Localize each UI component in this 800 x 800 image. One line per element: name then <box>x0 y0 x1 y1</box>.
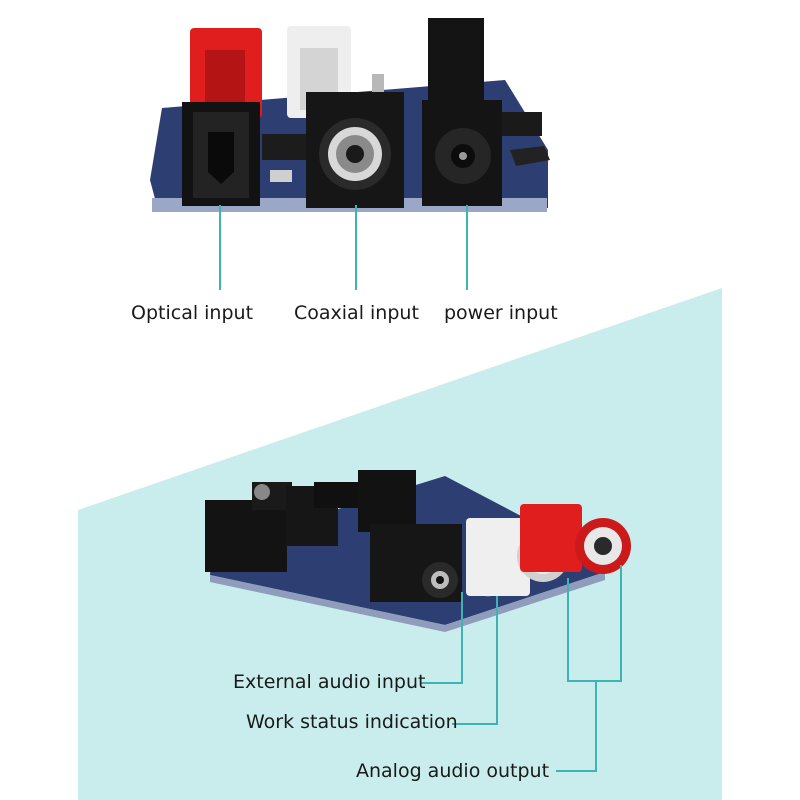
external-audio-input-label: External audio input <box>233 671 426 693</box>
top-callout-lines <box>219 205 468 290</box>
bottom-power-jack <box>205 500 287 572</box>
external-audio-callout-line <box>420 592 463 684</box>
work-status-indication-label: Work status indication <box>246 711 458 733</box>
optical-input-label: Optical input <box>131 302 254 324</box>
top-rear-jack <box>428 18 484 116</box>
analog-output-callout-line <box>567 565 622 682</box>
analog-output-callout-stem <box>556 681 597 772</box>
work-status-callout-line <box>452 596 498 725</box>
analog-audio-output-label: Analog audio output <box>356 760 550 782</box>
bottom-white-rca-housing <box>466 518 530 596</box>
top-board-photo <box>150 18 550 212</box>
bottom-callout-lines <box>420 565 622 772</box>
power-input-label: power input <box>444 302 558 324</box>
bottom-red-rca-housing <box>520 504 582 572</box>
bottom-rear-connector <box>358 470 416 532</box>
coaxial-input-label: Coaxial input <box>294 302 419 324</box>
bottom-board-photo <box>205 470 631 632</box>
